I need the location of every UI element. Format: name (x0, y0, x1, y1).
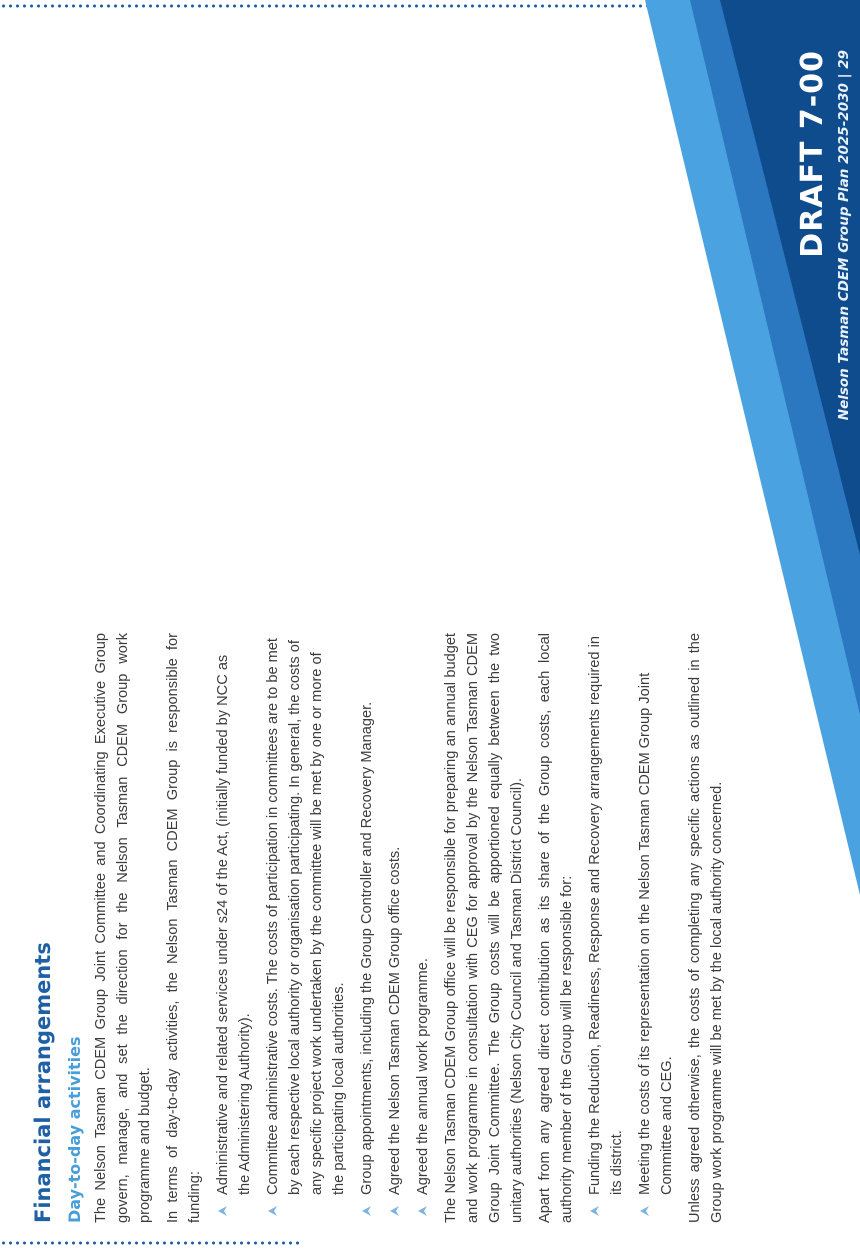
list-item: Committee administrative costs. The cost… (262, 633, 350, 1223)
funding-lead-paragraph: In terms of day-to-day activities, the N… (165, 633, 203, 1223)
budget-paragraph: The Nelson Tasman CDEM Group office will… (443, 633, 525, 1223)
chevron-arrow-icon (640, 1206, 649, 1216)
chevron-arrow-icon (218, 1206, 227, 1216)
list-item: Agreed the annual work programme. (412, 633, 434, 1223)
chevron-arrow-icon (590, 1206, 599, 1216)
page-footer: Nelson Tasman CDEM Group Plan 2025-2030 … (836, 50, 852, 421)
local-authority-list: Funding the Reduction, Readiness, Respon… (584, 633, 678, 1223)
chevron-arrow-icon (390, 1206, 399, 1216)
dotted-border-lower (0, 1241, 300, 1245)
list-item: Meeting the costs of its representation … (634, 633, 678, 1223)
closing-paragraph: Unless agreed otherwise, the costs of co… (687, 633, 725, 1223)
dotted-border-left (0, 4, 860, 8)
intro-paragraph: The Nelson Tasman CDEM Group Joint Commi… (93, 633, 153, 1223)
banner-text: DRAFT 7-00 Nelson Tasman CDEM Group Plan… (795, 50, 852, 421)
section-subtitle: Day-to-day activities (65, 1036, 84, 1223)
draft-label: DRAFT 7-00 (795, 50, 830, 258)
chevron-arrow-icon (268, 1206, 277, 1216)
chevron-arrow-icon (418, 1206, 427, 1216)
funding-list: Administrative and related services unde… (212, 633, 434, 1223)
list-item: Administrative and related services unde… (212, 633, 256, 1223)
list-item: Group appointments, including the Group … (356, 633, 378, 1223)
page-content: Financial arrangements Day-to-day activi… (30, 633, 734, 1223)
chevron-arrow-icon (362, 1206, 371, 1216)
list-item: Agreed the Nelson Tasman CDEM Group offi… (384, 633, 406, 1223)
local-lead-paragraph: Apart from any agreed direct contributio… (537, 633, 575, 1223)
list-item: Funding the Reduction, Readiness, Respon… (584, 633, 628, 1223)
section-title: Financial arrangements (31, 942, 55, 1223)
